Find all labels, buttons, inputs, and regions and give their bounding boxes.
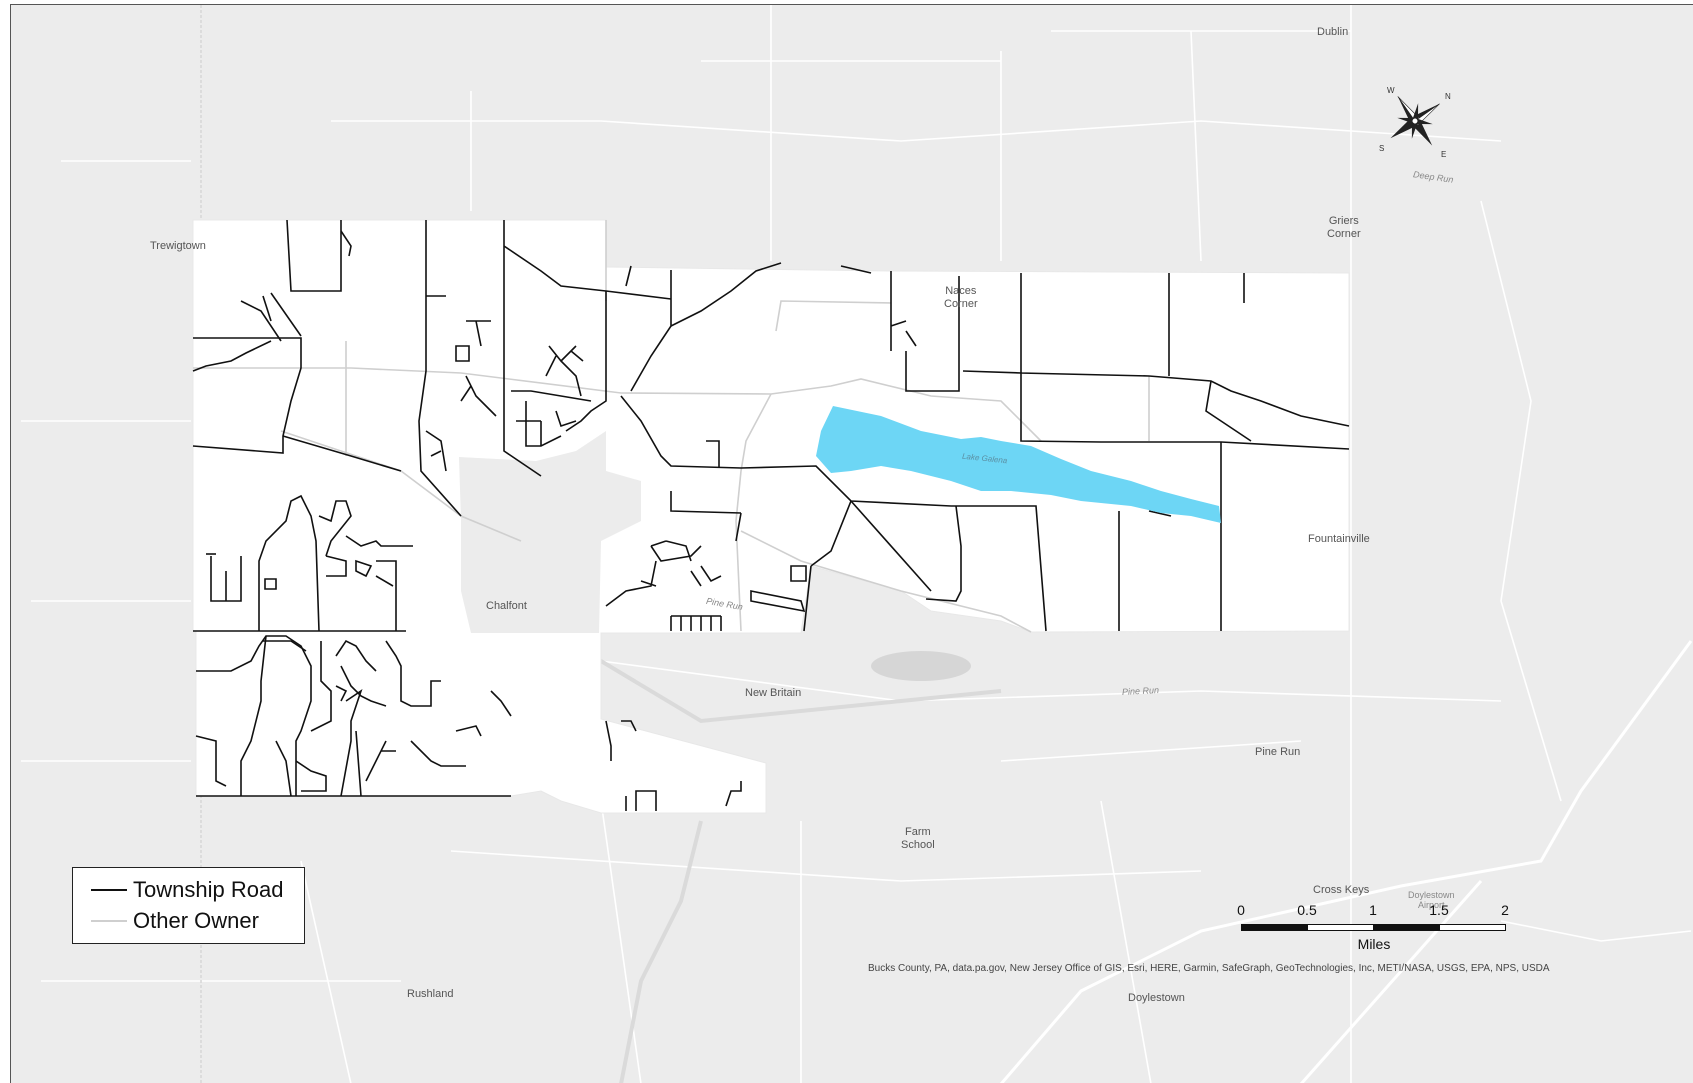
legend-label-township-road: Township Road xyxy=(133,877,284,902)
place-label-farm-school: Farm School xyxy=(901,826,935,851)
place-label-cross-keys: Cross Keys xyxy=(1313,884,1370,896)
highways xyxy=(999,640,1693,1083)
scale-tick-4: 2 xyxy=(1501,902,1509,918)
place-label-doylestown: Doylestown xyxy=(1128,992,1185,1004)
map-attribution: Bucks County, PA, data.pa.gov, New Jerse… xyxy=(868,963,1550,974)
map-canvas[interactable] xyxy=(11,5,1693,1083)
reservoir-grey xyxy=(871,651,971,681)
township-area xyxy=(192,219,1350,814)
scale-tick-1: 0.5 xyxy=(1297,902,1317,918)
chalfont-area xyxy=(459,431,641,633)
place-label-naces-corner: Naces Corner xyxy=(944,285,978,310)
place-label-trewigtown: Trewigtown xyxy=(150,240,206,252)
compass-e: E xyxy=(1441,150,1446,159)
compass-rose-icon: N E S W xyxy=(1379,86,1451,159)
scale-bar: 0 0.5 1 1.5 2 Miles xyxy=(1222,902,1522,962)
compass-n: N xyxy=(1445,92,1451,101)
legend-label-other-owner: Other Owner xyxy=(133,908,259,933)
compass-s: S xyxy=(1379,144,1384,153)
stream-label-pine-run-2: Pine Run xyxy=(1121,685,1160,697)
basemap-roads xyxy=(21,5,1692,1083)
airport-label: Doylestown Airport xyxy=(1408,890,1455,910)
compass-w: W xyxy=(1387,86,1395,95)
scale-segment-3 xyxy=(1373,924,1440,931)
legend: Township Road Other Owner xyxy=(72,867,305,944)
lake-galena xyxy=(816,406,1221,523)
place-label-new-britain: New Britain xyxy=(745,687,802,699)
place-label-chalfont: Chalfont xyxy=(486,600,527,612)
scale-segment-1 xyxy=(1241,924,1308,931)
legend-item-other-owner: Other Owner xyxy=(91,908,259,934)
scale-tick-3: 1.5 xyxy=(1429,902,1449,918)
other-owner-roads xyxy=(193,220,1150,633)
place-label-rushland: Rushland xyxy=(407,988,454,1000)
scale-segment-2 xyxy=(1307,924,1374,931)
place-label-fountainville: Fountainville xyxy=(1308,533,1370,545)
legend-item-township-road: Township Road xyxy=(91,877,283,903)
scale-tick-0: 0 xyxy=(1237,902,1245,918)
scale-unit: Miles xyxy=(1357,936,1391,952)
place-label-griers-corner: Griers Corner xyxy=(1327,215,1361,240)
legend-swatch-township-road xyxy=(91,889,127,891)
scale-segment-4 xyxy=(1439,924,1506,931)
township-roads xyxy=(192,219,1350,811)
place-label-dublin: Dublin xyxy=(1317,26,1349,38)
place-label-pine-run: Pine Run xyxy=(1255,746,1301,758)
scale-tick-2: 1 xyxy=(1369,902,1377,918)
legend-swatch-other-owner xyxy=(91,920,127,922)
